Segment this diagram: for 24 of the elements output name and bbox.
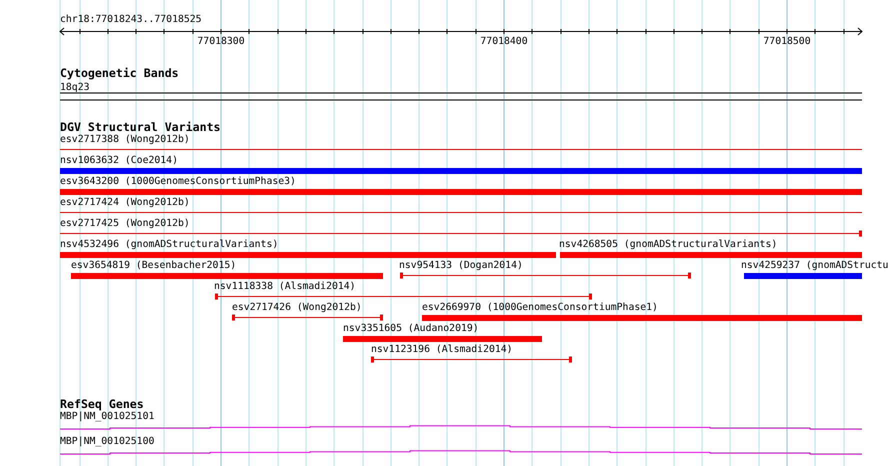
variant-label: nsv4532496 (gnomADStructuralVariants) xyxy=(60,239,278,251)
tick-label: 77018300 xyxy=(197,36,245,48)
variant-label: nsv1123196 (Alsmadi2014) xyxy=(371,344,513,356)
gene-label: MBP|NM_001025101 xyxy=(60,411,154,423)
variant-label: nsv4268505 (gnomADStructuralVariants) xyxy=(559,239,778,251)
variant-label: esv2717425 (Wong2012b) xyxy=(60,218,190,230)
track-heading: DGV Structural Variants xyxy=(60,121,221,133)
variant-label: esv3654819 (Besenbacher2015) xyxy=(71,260,236,272)
region-coordinates: chr18:77018243..77018525 xyxy=(60,14,202,26)
variant-label: nsv4259237 (gnomADStructu xyxy=(741,260,888,272)
variant-label: esv2717424 (Wong2012b) xyxy=(60,197,190,209)
gene-label: MBP|NM_001025100 xyxy=(60,436,154,448)
variant-label: nsv1118338 (Alsmadi2014) xyxy=(214,281,356,293)
variant-label: esv2669970 (1000GenomesConsortiumPhase1) xyxy=(422,302,658,314)
variant-label: nsv954133 (Dogan2014) xyxy=(399,260,523,272)
variant-label: esv2717426 (Wong2012b) xyxy=(232,302,362,314)
variant-label: esv2717388 (Wong2012b) xyxy=(60,134,190,146)
tick-label: 77018500 xyxy=(763,36,811,48)
track-heading: RefSeq Genes xyxy=(60,398,144,410)
variant-label: nsv1063632 (Coe2014) xyxy=(60,155,178,167)
variant-label: esv3643200 (1000GenomesConsortiumPhase3) xyxy=(60,176,296,188)
band-label: 18q23 xyxy=(60,82,90,94)
tick-label: 77018400 xyxy=(480,36,528,48)
variant-label: nsv3351605 (Audano2019) xyxy=(343,323,479,335)
